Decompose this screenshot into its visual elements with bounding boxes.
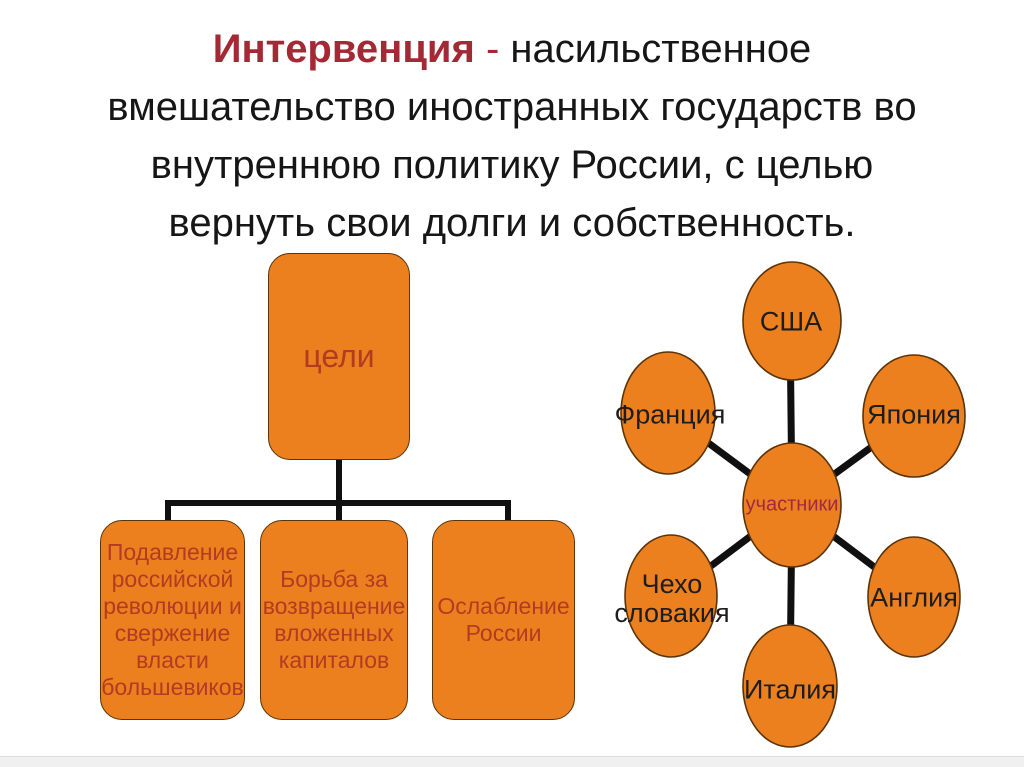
title-term: Интервенция — [212, 27, 475, 71]
goals-root-label: цели — [303, 338, 375, 374]
title-line-1: Интервенция - насильственное — [14, 20, 1010, 78]
goals-root-box: цели — [268, 253, 410, 460]
node-ellipse-england — [867, 536, 961, 658]
goals-tree-connectors — [165, 455, 511, 521]
node-label-czech-line2: словакия — [614, 598, 730, 628]
node-ellipse-czech — [624, 534, 718, 658]
goal-box-weaken-russia: Ослабление России — [432, 520, 575, 720]
node-ellipse-usa — [742, 261, 842, 381]
node-ellipse-italy — [742, 624, 838, 748]
node-ellipse-japan — [862, 354, 966, 478]
center-ellipse-participants — [742, 442, 842, 568]
title-line-4: вернуть свои долги и собственность. — [168, 201, 856, 245]
title-line-1-rest: насильственное — [510, 27, 812, 71]
node-label-france: Франция — [614, 399, 726, 430]
node-label-usa: США — [759, 306, 823, 337]
node-label-czech: Чехо словакия — [614, 570, 729, 628]
goal-box-label: Ослабление России — [437, 593, 570, 646]
participants-center-label: участники — [745, 493, 839, 516]
title-separator: - — [474, 27, 511, 71]
goal-box-label: Подавление российской революции и сверже… — [101, 539, 244, 700]
slide-title: Интервенция - насильственное вмешательст… — [14, 20, 1010, 252]
title-line-3: внутреннюю политику России, с целью — [150, 143, 874, 187]
goal-box-suppress-revolution: Подавление российской революции и сверже… — [100, 520, 245, 720]
goal-box-label: Борьба за возвращение вложенных капитало… — [262, 566, 406, 673]
slide-bottom-edge — [0, 756, 1024, 767]
node-label-japan: Япония — [867, 399, 961, 430]
node-label-england: Англия — [870, 582, 958, 613]
title-line-2: вмешательство иностранных государств во — [107, 85, 917, 129]
node-ellipse-france — [620, 351, 716, 475]
node-label-czech-line1: Чехо — [641, 569, 703, 599]
node-label-italy: Италия — [744, 674, 836, 705]
goal-box-return-capital: Борьба за возвращение вложенных капитало… — [260, 520, 408, 720]
